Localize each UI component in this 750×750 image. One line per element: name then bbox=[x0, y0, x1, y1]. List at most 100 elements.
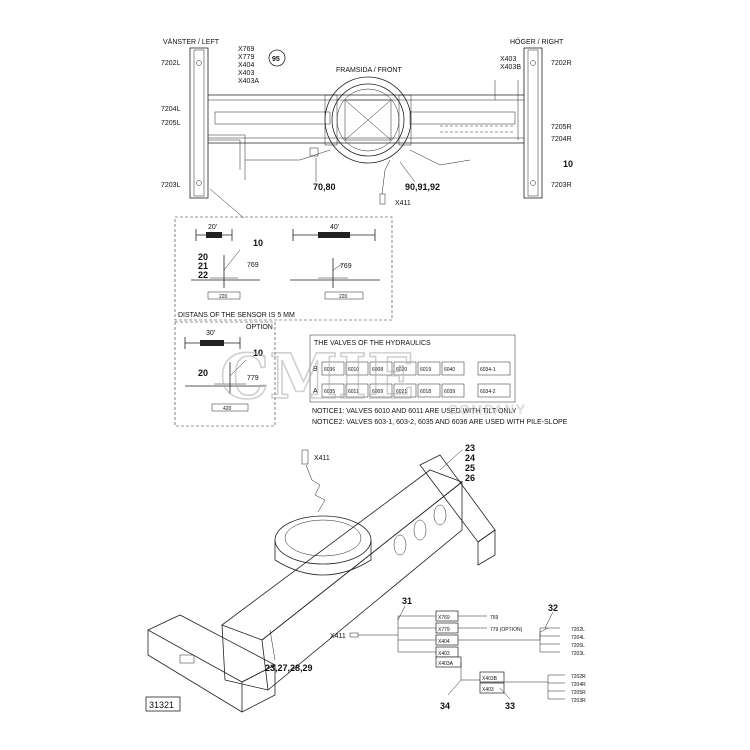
right-conn: X403 bbox=[500, 56, 516, 63]
valve-code: 6019 bbox=[420, 367, 431, 373]
valves-title: THE VALVES OF THE HYDRAULICS bbox=[314, 340, 431, 347]
valve-cell bbox=[441, 383, 465, 398]
num-70-80: 70,80 bbox=[313, 182, 336, 192]
valve-code: 6021 bbox=[396, 389, 407, 395]
conn-label: X769 bbox=[238, 46, 254, 53]
conn-label: X779 bbox=[238, 54, 254, 61]
box-x403a: X403A bbox=[438, 661, 454, 667]
group2-label: 7202R bbox=[571, 674, 586, 680]
notice-1: NOTICE1: VALVES 6010 AND 6011 ARE USED W… bbox=[312, 408, 517, 415]
detail1-40: 40' bbox=[330, 224, 339, 231]
dim-a: 220 bbox=[219, 294, 228, 300]
valve-code: 6020 bbox=[396, 367, 407, 373]
box-x769: X769 bbox=[438, 615, 450, 621]
valve-code: 6010 bbox=[348, 367, 359, 373]
group2-label: 7205R bbox=[571, 690, 586, 696]
valve-cell bbox=[321, 361, 345, 376]
valve-cell bbox=[369, 383, 393, 398]
valve-cell bbox=[345, 383, 369, 398]
num-26: 26 bbox=[465, 473, 475, 483]
valve-cell bbox=[393, 383, 417, 398]
valve-extra-b: 6034-1 bbox=[480, 367, 496, 373]
left-label: 7202L bbox=[161, 60, 181, 67]
detail1-20-num: 20 bbox=[198, 252, 208, 262]
detail2-20: 20 bbox=[198, 368, 208, 378]
num-24: 24 bbox=[465, 453, 475, 463]
row-a-label: A bbox=[313, 388, 318, 395]
notice-2: NOTICE2: VALVES 603-1, 603-2, 6035 AND 6… bbox=[312, 419, 568, 426]
conn-label: X404 bbox=[238, 62, 254, 69]
label-779-option: 779 (OPTION) bbox=[490, 627, 523, 633]
circle-95-text: 95 bbox=[272, 56, 280, 63]
box-x403-2: X403 bbox=[482, 687, 494, 693]
group1-label: 7203L bbox=[571, 651, 585, 657]
num-34: 34 bbox=[440, 701, 450, 711]
x411-iso: X411 bbox=[314, 455, 330, 462]
left-label: 7205L bbox=[161, 120, 181, 127]
valve-cell bbox=[417, 383, 441, 398]
valve-cell bbox=[321, 383, 345, 398]
group1-label: 7202L bbox=[571, 627, 585, 633]
left-label: 7204L bbox=[161, 106, 181, 113]
conn-label: X403A bbox=[238, 78, 259, 85]
valve-code: 6035 bbox=[324, 389, 335, 395]
group2-label: 7203R bbox=[571, 698, 586, 704]
num-23-27-28-29: 23,27,28,29 bbox=[265, 663, 313, 673]
sensor-detail-box: 20' 220 10 20 21 22 769 40' 220 769 DIST… bbox=[174, 216, 393, 321]
left-label: 7203L bbox=[161, 182, 181, 189]
detail1-769a: 769 bbox=[247, 262, 259, 269]
detail2-dim: 420 bbox=[223, 406, 232, 412]
group2-label: 7204R bbox=[571, 682, 586, 688]
detail2-779: 779 bbox=[247, 375, 259, 382]
detail1-22-num: 22 bbox=[198, 270, 208, 280]
right-label: 7204R bbox=[551, 136, 572, 143]
right-title: HÖGER / RIGHT bbox=[510, 38, 564, 46]
valve-code: 6009 bbox=[372, 389, 383, 395]
watermark-sub: COMPANY bbox=[448, 402, 527, 417]
box-x403b: X403B bbox=[482, 676, 498, 682]
detail1-10: 10 bbox=[253, 238, 263, 248]
front-title: FRAMSIDA / FRONT bbox=[336, 67, 402, 74]
watermark: CMIE COMPANY bbox=[219, 339, 527, 417]
x411-label: X411 bbox=[395, 200, 411, 207]
x411-schematic: X411 bbox=[330, 633, 346, 640]
box-x779: X779 bbox=[438, 627, 450, 633]
valve-cell bbox=[369, 361, 393, 376]
num-25: 25 bbox=[465, 463, 475, 473]
num-31: 31 bbox=[402, 596, 412, 606]
ref-box bbox=[145, 696, 181, 712]
option-detail-box: OPTION 30' 420 10 20 779 bbox=[174, 321, 276, 427]
box-x404: X404 bbox=[438, 639, 450, 645]
detail1-20: 20' bbox=[208, 224, 217, 231]
valve-cell bbox=[345, 361, 369, 376]
watermark-main: CMIE bbox=[220, 340, 414, 413]
label-769: 769 bbox=[490, 615, 499, 621]
num-10: 10 bbox=[563, 159, 573, 169]
wiring-schematic: 31 32 33 34 X411 X769 X779 X404 X403 X40… bbox=[330, 596, 586, 711]
detail2-30: 30' bbox=[206, 330, 215, 337]
valve-cell bbox=[393, 361, 417, 376]
valve-cell bbox=[417, 361, 441, 376]
row-b-label: B bbox=[313, 366, 318, 373]
left-title: VÄNSTER / LEFT bbox=[163, 38, 220, 46]
valve-code: 6036 bbox=[324, 367, 335, 373]
conn-label: X403 bbox=[238, 70, 254, 77]
top-plan-view: VÄNSTER / LEFT HÖGER / RIGHT FRAMSIDA / … bbox=[161, 38, 573, 219]
right-label: 7203R bbox=[551, 182, 572, 189]
circle-95 bbox=[268, 49, 286, 67]
valve-extra-a: 6034-2 bbox=[480, 389, 496, 395]
group1-label: 7205L bbox=[571, 643, 585, 649]
valve-cell bbox=[441, 361, 465, 376]
detail1-21-num: 21 bbox=[198, 261, 208, 271]
valve-code: 6011 bbox=[348, 389, 359, 395]
isometric-frame-view: X411 23 24 25 26 23,27,28,29 bbox=[147, 443, 496, 713]
num-90-91-92: 90,91,92 bbox=[405, 182, 440, 192]
box-x403: X403 bbox=[438, 651, 450, 657]
num-23: 23 bbox=[465, 443, 475, 453]
option-label: OPTION bbox=[246, 324, 273, 331]
right-beam bbox=[523, 47, 543, 199]
right-conn: X403B bbox=[500, 64, 521, 71]
